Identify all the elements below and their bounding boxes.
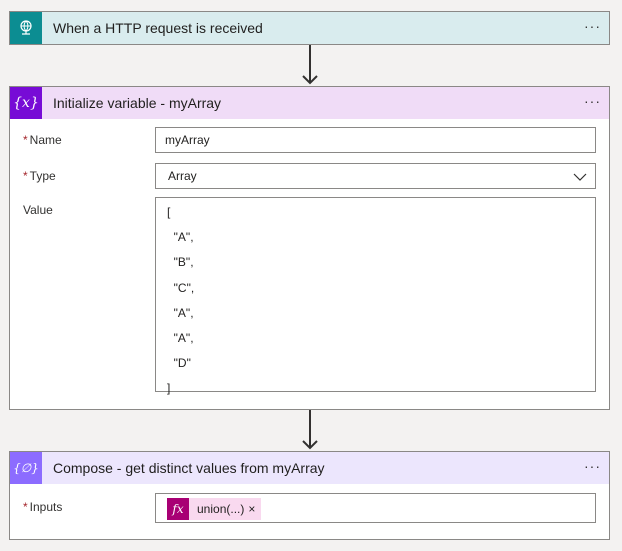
initialize-variable-title: Initialize variable - myArray	[53, 95, 222, 111]
token-label: union(...)	[197, 502, 245, 516]
value-label: Value	[23, 203, 53, 217]
expression-token[interactable]: fx union(...) ×	[167, 498, 262, 520]
connector-arrow-icon	[302, 410, 318, 450]
initialize-variable-header[interactable]: {x} Initialize variable - myArray ···	[10, 87, 609, 119]
value-line: "A",	[167, 230, 194, 245]
initialize-variable-card[interactable]: {x} Initialize variable - myArray ··· *N…	[9, 86, 610, 410]
trigger-title: When a HTTP request is received	[53, 20, 263, 36]
name-input[interactable]: myArray	[155, 127, 596, 153]
compose-card[interactable]: {∅} Compose - get distinct values from m…	[9, 451, 610, 540]
more-options-icon[interactable]: ···	[584, 18, 601, 34]
connector-arrow-icon	[302, 45, 318, 85]
compose-icon: {∅}	[10, 452, 42, 484]
type-select[interactable]: Array	[155, 163, 596, 189]
value-line: "A",	[167, 305, 194, 320]
more-options-icon[interactable]: ···	[584, 93, 601, 109]
value-code: [ "A", "B", "C", "A", "A", "D"]	[167, 200, 595, 402]
value-line: "C",	[167, 280, 195, 295]
inputs-field[interactable]: fx union(...) ×	[155, 493, 596, 523]
value-line: "D"	[167, 356, 191, 371]
trigger-header[interactable]: When a HTTP request is received ···	[10, 12, 609, 44]
more-options-icon[interactable]: ···	[584, 458, 601, 474]
function-icon: fx	[167, 498, 189, 520]
value-line: [	[167, 205, 171, 219]
value-textarea[interactable]: [ "A", "B", "C", "A", "A", "D"]	[155, 197, 596, 395]
value-line: "A",	[167, 330, 194, 345]
http-request-icon	[10, 12, 42, 44]
trigger-card[interactable]: When a HTTP request is received ···	[9, 11, 610, 45]
type-label: *Type	[23, 169, 56, 183]
compose-title: Compose - get distinct values from myArr…	[53, 460, 325, 476]
chevron-down-icon	[573, 173, 587, 181]
value-line: ]	[167, 381, 171, 396]
compose-header[interactable]: {∅} Compose - get distinct values from m…	[10, 452, 609, 484]
name-label: *Name	[23, 133, 62, 147]
variable-icon: {x}	[10, 87, 42, 119]
remove-token-icon[interactable]: ×	[248, 502, 256, 516]
value-line: "B",	[167, 255, 194, 270]
inputs-label: *Inputs	[23, 500, 63, 514]
